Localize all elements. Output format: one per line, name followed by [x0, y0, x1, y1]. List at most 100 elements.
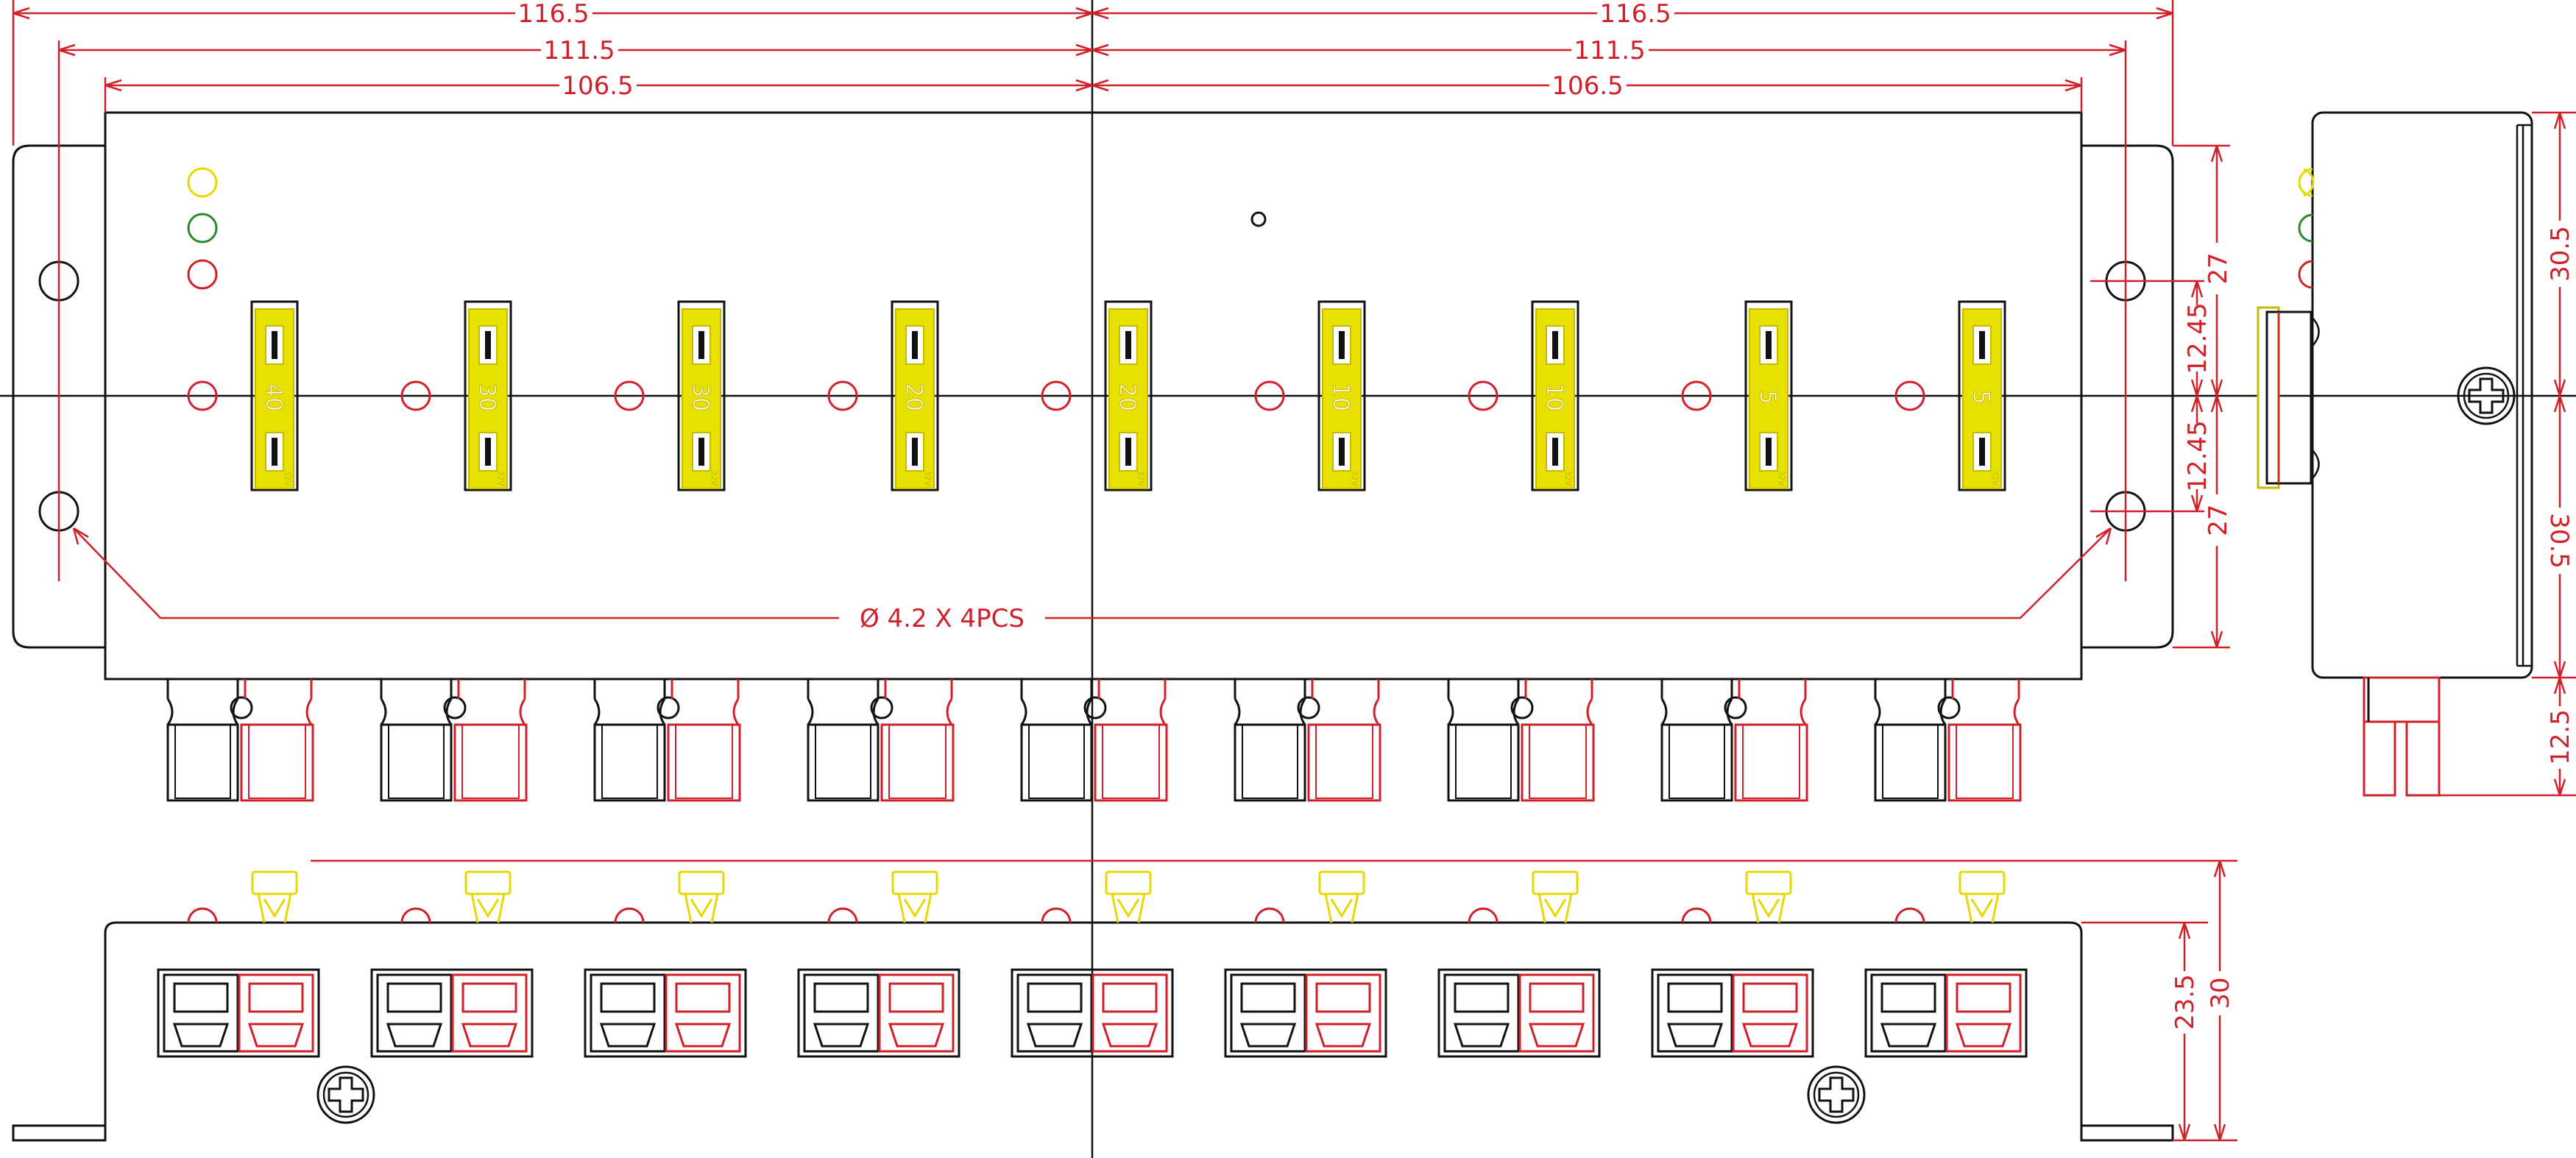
output-connector-7 — [1447, 679, 1595, 802]
dim-half-width-mid-right: 111.5 — [1574, 36, 1645, 65]
front-left-flange — [12, 1124, 107, 1142]
dim-right-center-lower: 12.45 — [2183, 420, 2212, 491]
dim-side-upper: 30.5 — [2546, 226, 2575, 282]
fuse-rating: 5 — [1968, 390, 1994, 404]
led-red-icon — [187, 259, 218, 290]
front-connector-3 — [584, 968, 747, 1058]
hole-note: Ø 4.2 X 4PCS — [860, 604, 1025, 633]
front-connector-5 — [1011, 968, 1174, 1058]
fuse-rating: 30 — [687, 383, 713, 411]
side-dimensions — [2439, 111, 2576, 797]
output-connector-4 — [807, 679, 955, 802]
fuse-rating: 10 — [1541, 383, 1567, 411]
channel-led-icon — [187, 380, 218, 411]
fuse-rating: 20 — [901, 383, 927, 411]
front-connector-2 — [370, 968, 534, 1058]
channel-led-icon — [1681, 380, 1712, 411]
fuse-4: 20 32V — [891, 300, 939, 491]
side-view — [2257, 111, 2533, 797]
dim-half-width-inner-left: 106.5 — [562, 71, 633, 101]
channel-led-icon — [400, 380, 431, 411]
side-led-red-icon — [2298, 260, 2313, 289]
front-screw-icon — [316, 1065, 375, 1124]
channel-led-icon — [1894, 380, 1925, 411]
front-connector-4 — [797, 968, 960, 1058]
fuse-voltage: 32V — [1563, 470, 1573, 486]
front-fuse-3 — [614, 870, 725, 923]
fuse-9: 5 32V — [1958, 300, 2006, 491]
dim-front-outer: 30 — [2206, 977, 2235, 1009]
fuse-6: 10 32V — [1317, 300, 1366, 491]
fuse-rating: 40 — [261, 383, 286, 411]
side-dimension-labels: 30.5 30.5 12.5 — [2544, 221, 2575, 769]
front-connector-7 — [1437, 968, 1601, 1058]
fuse-rating: 5 — [1755, 390, 1780, 404]
channel-led-icon — [614, 380, 645, 411]
dim-right-lower: 27 — [2204, 504, 2233, 536]
fuse-rating: 10 — [1328, 383, 1354, 411]
fuse-3: 30 32V — [677, 300, 726, 491]
front-dimensions — [311, 859, 2237, 1142]
front-fuse-1 — [187, 870, 298, 923]
top-dimension-labels: 116.5 116.5 111.5 111.5 106.5 106.5 — [515, 0, 1674, 101]
front-fuse-7 — [1468, 870, 1579, 923]
dim-right-center-upper: 12.45 — [2183, 302, 2212, 374]
fuse-rating: 30 — [474, 383, 500, 411]
output-connector-6 — [1234, 679, 1381, 802]
fuse-voltage: 32V — [1990, 470, 2000, 486]
front-dimension-labels: 23.5 30 — [2170, 971, 2235, 1034]
front-right-flange — [2080, 1124, 2174, 1142]
fuse-7: 10 32V — [1531, 300, 1579, 491]
fuse-voltage: 32V — [710, 470, 719, 486]
fuse-voltage: 32V — [923, 470, 933, 486]
front-fuse-6 — [1254, 870, 1365, 923]
side-led-green-icon — [2298, 213, 2313, 243]
front-fuse-9 — [1894, 870, 2006, 923]
front-connector-9 — [1864, 968, 2028, 1058]
dim-right-upper: 27 — [2204, 252, 2233, 284]
side-connector — [2363, 676, 2441, 797]
fuse-8: 5 32V — [1744, 300, 1793, 491]
fuse-voltage: 32V — [1777, 470, 1786, 486]
small-hole-icon — [1250, 211, 1267, 227]
fuse-rating: 20 — [1114, 383, 1140, 411]
fuse-2: 30 32V — [464, 300, 512, 491]
channel-led-icon — [1041, 380, 1072, 411]
output-connector-2 — [380, 679, 528, 802]
led-green-icon — [187, 213, 218, 244]
right-dimension-labels: 27 27 12.45 12.45 — [2183, 243, 2233, 546]
output-connector-1 — [166, 679, 314, 802]
fuse-voltage: 32V — [1350, 470, 1359, 486]
fuse-5: 20 32V — [1104, 300, 1153, 491]
fuse-voltage: 32V — [496, 470, 506, 486]
side-led-yellow-icon — [2298, 168, 2313, 197]
dim-half-width-outer-right: 116.5 — [1599, 0, 1671, 29]
dim-side-lower: 30.5 — [2544, 513, 2574, 569]
front-fuse-5 — [1041, 870, 1152, 923]
fuse-voltage: 32V — [1136, 470, 1146, 486]
front-fuse-4 — [827, 870, 938, 923]
output-connector-8 — [1660, 679, 1808, 802]
led-yellow-icon — [187, 167, 218, 198]
front-connector-1 — [157, 968, 320, 1058]
front-screw-icon — [1807, 1065, 1866, 1124]
hole-leader — [72, 527, 2112, 619]
channel-led-icon — [827, 380, 858, 411]
fuse-1: 40 32V — [250, 300, 299, 491]
output-connector-5 — [1020, 679, 1168, 802]
channel-led-icon — [1468, 380, 1498, 411]
dim-half-width-inner-right: 106.5 — [1551, 71, 1623, 101]
front-connector-8 — [1651, 968, 1814, 1058]
front-fuse-8 — [1681, 870, 1792, 923]
front-fuse-2 — [400, 870, 512, 923]
fuse-voltage: 32V — [283, 470, 292, 486]
dim-half-width-mid-left: 111.5 — [543, 36, 615, 65]
front-connector-6 — [1224, 968, 1387, 1058]
side-fuse — [2257, 306, 2280, 489]
dim-side-connector: 12.5 — [2546, 709, 2575, 765]
output-connector-9 — [1874, 679, 2022, 802]
dim-half-width-outer-left: 116.5 — [517, 0, 589, 29]
dim-front-inner: 23.5 — [2170, 974, 2200, 1030]
front-body — [104, 921, 2083, 1140]
